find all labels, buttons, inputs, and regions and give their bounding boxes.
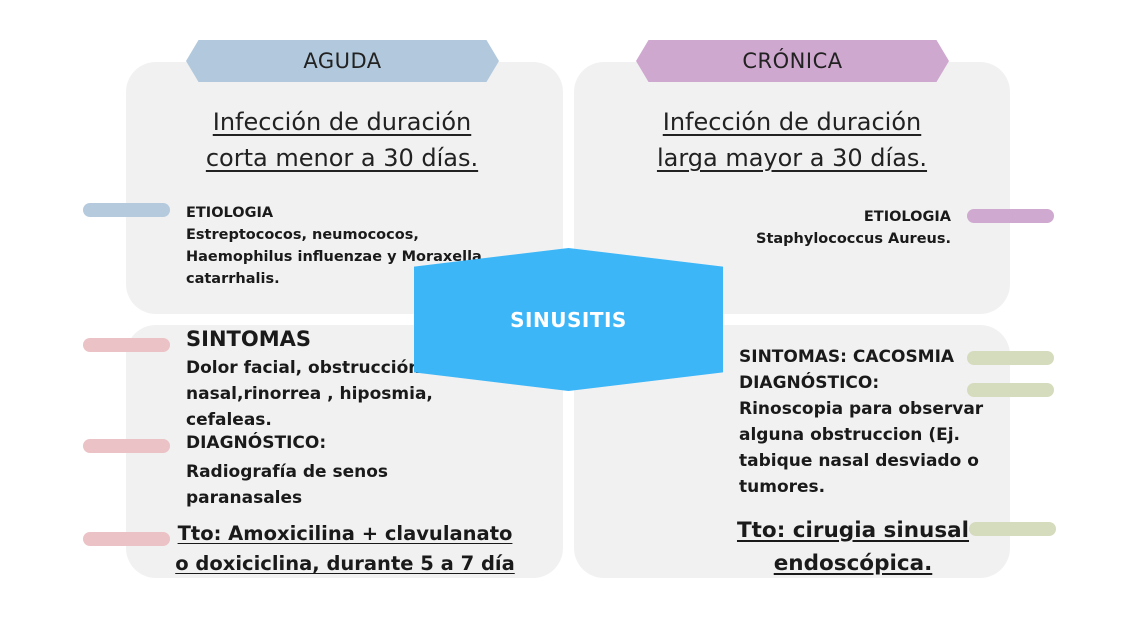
cronica-diagnostico-line: alguna obstruccion (Ej. [739, 425, 960, 445]
aguda-sintomas-line: cefaleas. [186, 410, 272, 430]
aguda-definition: Infección de duración corta menor a 30 d… [160, 104, 524, 176]
aguda-sintomas-line: nasal,rinorrea , hiposmia, [186, 384, 433, 404]
cronica-etiologia-line: Staphylococcus Aureus. [756, 231, 951, 247]
cronica-diagnostico-title: DIAGNÓSTICO: [739, 373, 880, 393]
cronica-diagnostico: Rinoscopia para observar alguna obstrucc… [739, 396, 995, 500]
aguda-etiologia-line: Estreptococos, neumococos, [186, 227, 419, 243]
aguda-tratamiento: Tto: Amoxicilina + clavulanato o doxicic… [170, 519, 520, 579]
cronica-sintomas: SINTOMAS: CACOSMIA [739, 347, 955, 367]
cronica-definition-line: larga mayor a 30 días. [656, 144, 928, 172]
cronica-diagnostico-line: Rinoscopia para observar [739, 399, 984, 419]
cronica-definition-line: Infección de duración [662, 108, 922, 136]
cronica-tratamiento: Tto: cirugia sinusal endoscópica. [728, 514, 978, 580]
aguda-header: AGUDA [186, 40, 499, 82]
bullet-pill-diagnostico-aguda [83, 439, 170, 453]
cronica-header: CRÓNICA [636, 40, 949, 82]
aguda-tratamiento-line: o doxiciclina, durante 5 a 7 día [175, 552, 515, 575]
cronica-header-label: CRÓNICA [742, 49, 843, 73]
aguda-etiologia-title: ETIOLOGIA [186, 205, 274, 221]
aguda-definition-line: corta menor a 30 días. [205, 144, 479, 172]
aguda-definition-line: Infección de duración [212, 108, 472, 136]
cronica-tratamiento-line: endoscópica. [773, 551, 933, 576]
cronica-etiologia-title: ETIOLOGIA [863, 209, 951, 225]
bullet-pill-sintomas-cronica [967, 351, 1054, 365]
aguda-sintomas-line: Dolor facial, obstrucción [186, 358, 421, 378]
center-topic-hexagon: SINUSITIS [414, 248, 723, 391]
aguda-etiologia-line: Haemophilus influenzae y Moraxella [186, 249, 482, 265]
cronica-diagnostico-line: tumores. [739, 477, 826, 497]
bullet-pill-diagnostico-cronica [967, 383, 1054, 397]
aguda-tratamiento-line: Tto: Amoxicilina + clavulanato [177, 522, 513, 545]
bullet-pill-tto-aguda [83, 532, 170, 546]
cronica-etiologia: ETIOLOGIA Staphylococcus Aureus. [700, 206, 951, 250]
aguda-sintomas: Dolor facial, obstrucción nasal,rinorrea… [186, 355, 446, 433]
aguda-diagnostico-line: Radiografía de senos [186, 462, 389, 482]
aguda-header-label: AGUDA [303, 49, 382, 73]
bullet-pill-etiologia-cronica [967, 209, 1054, 223]
aguda-diagnostico-title: DIAGNÓSTICO: [186, 433, 327, 453]
bullet-pill-tto-cronica [969, 522, 1056, 536]
aguda-etiologia: ETIOLOGIA Estreptococos, neumococos, Hae… [186, 202, 486, 290]
bullet-pill-sintomas-aguda [83, 338, 170, 352]
cronica-definition: Infección de duración larga mayor a 30 d… [610, 104, 974, 176]
aguda-etiologia-line: catarrhalis. [186, 271, 280, 287]
cronica-tratamiento-line: Tto: cirugia sinusal [736, 518, 970, 543]
aguda-sintomas-title: SINTOMAS [186, 327, 311, 351]
aguda-diagnostico-line: paranasales [186, 488, 303, 508]
bullet-pill-etiologia-aguda [83, 203, 170, 217]
cronica-diagnostico-line: tabique nasal desviado o [739, 451, 979, 471]
center-topic-label: SINUSITIS [510, 307, 627, 332]
aguda-diagnostico: Radiografía de senos paranasales [186, 459, 446, 511]
